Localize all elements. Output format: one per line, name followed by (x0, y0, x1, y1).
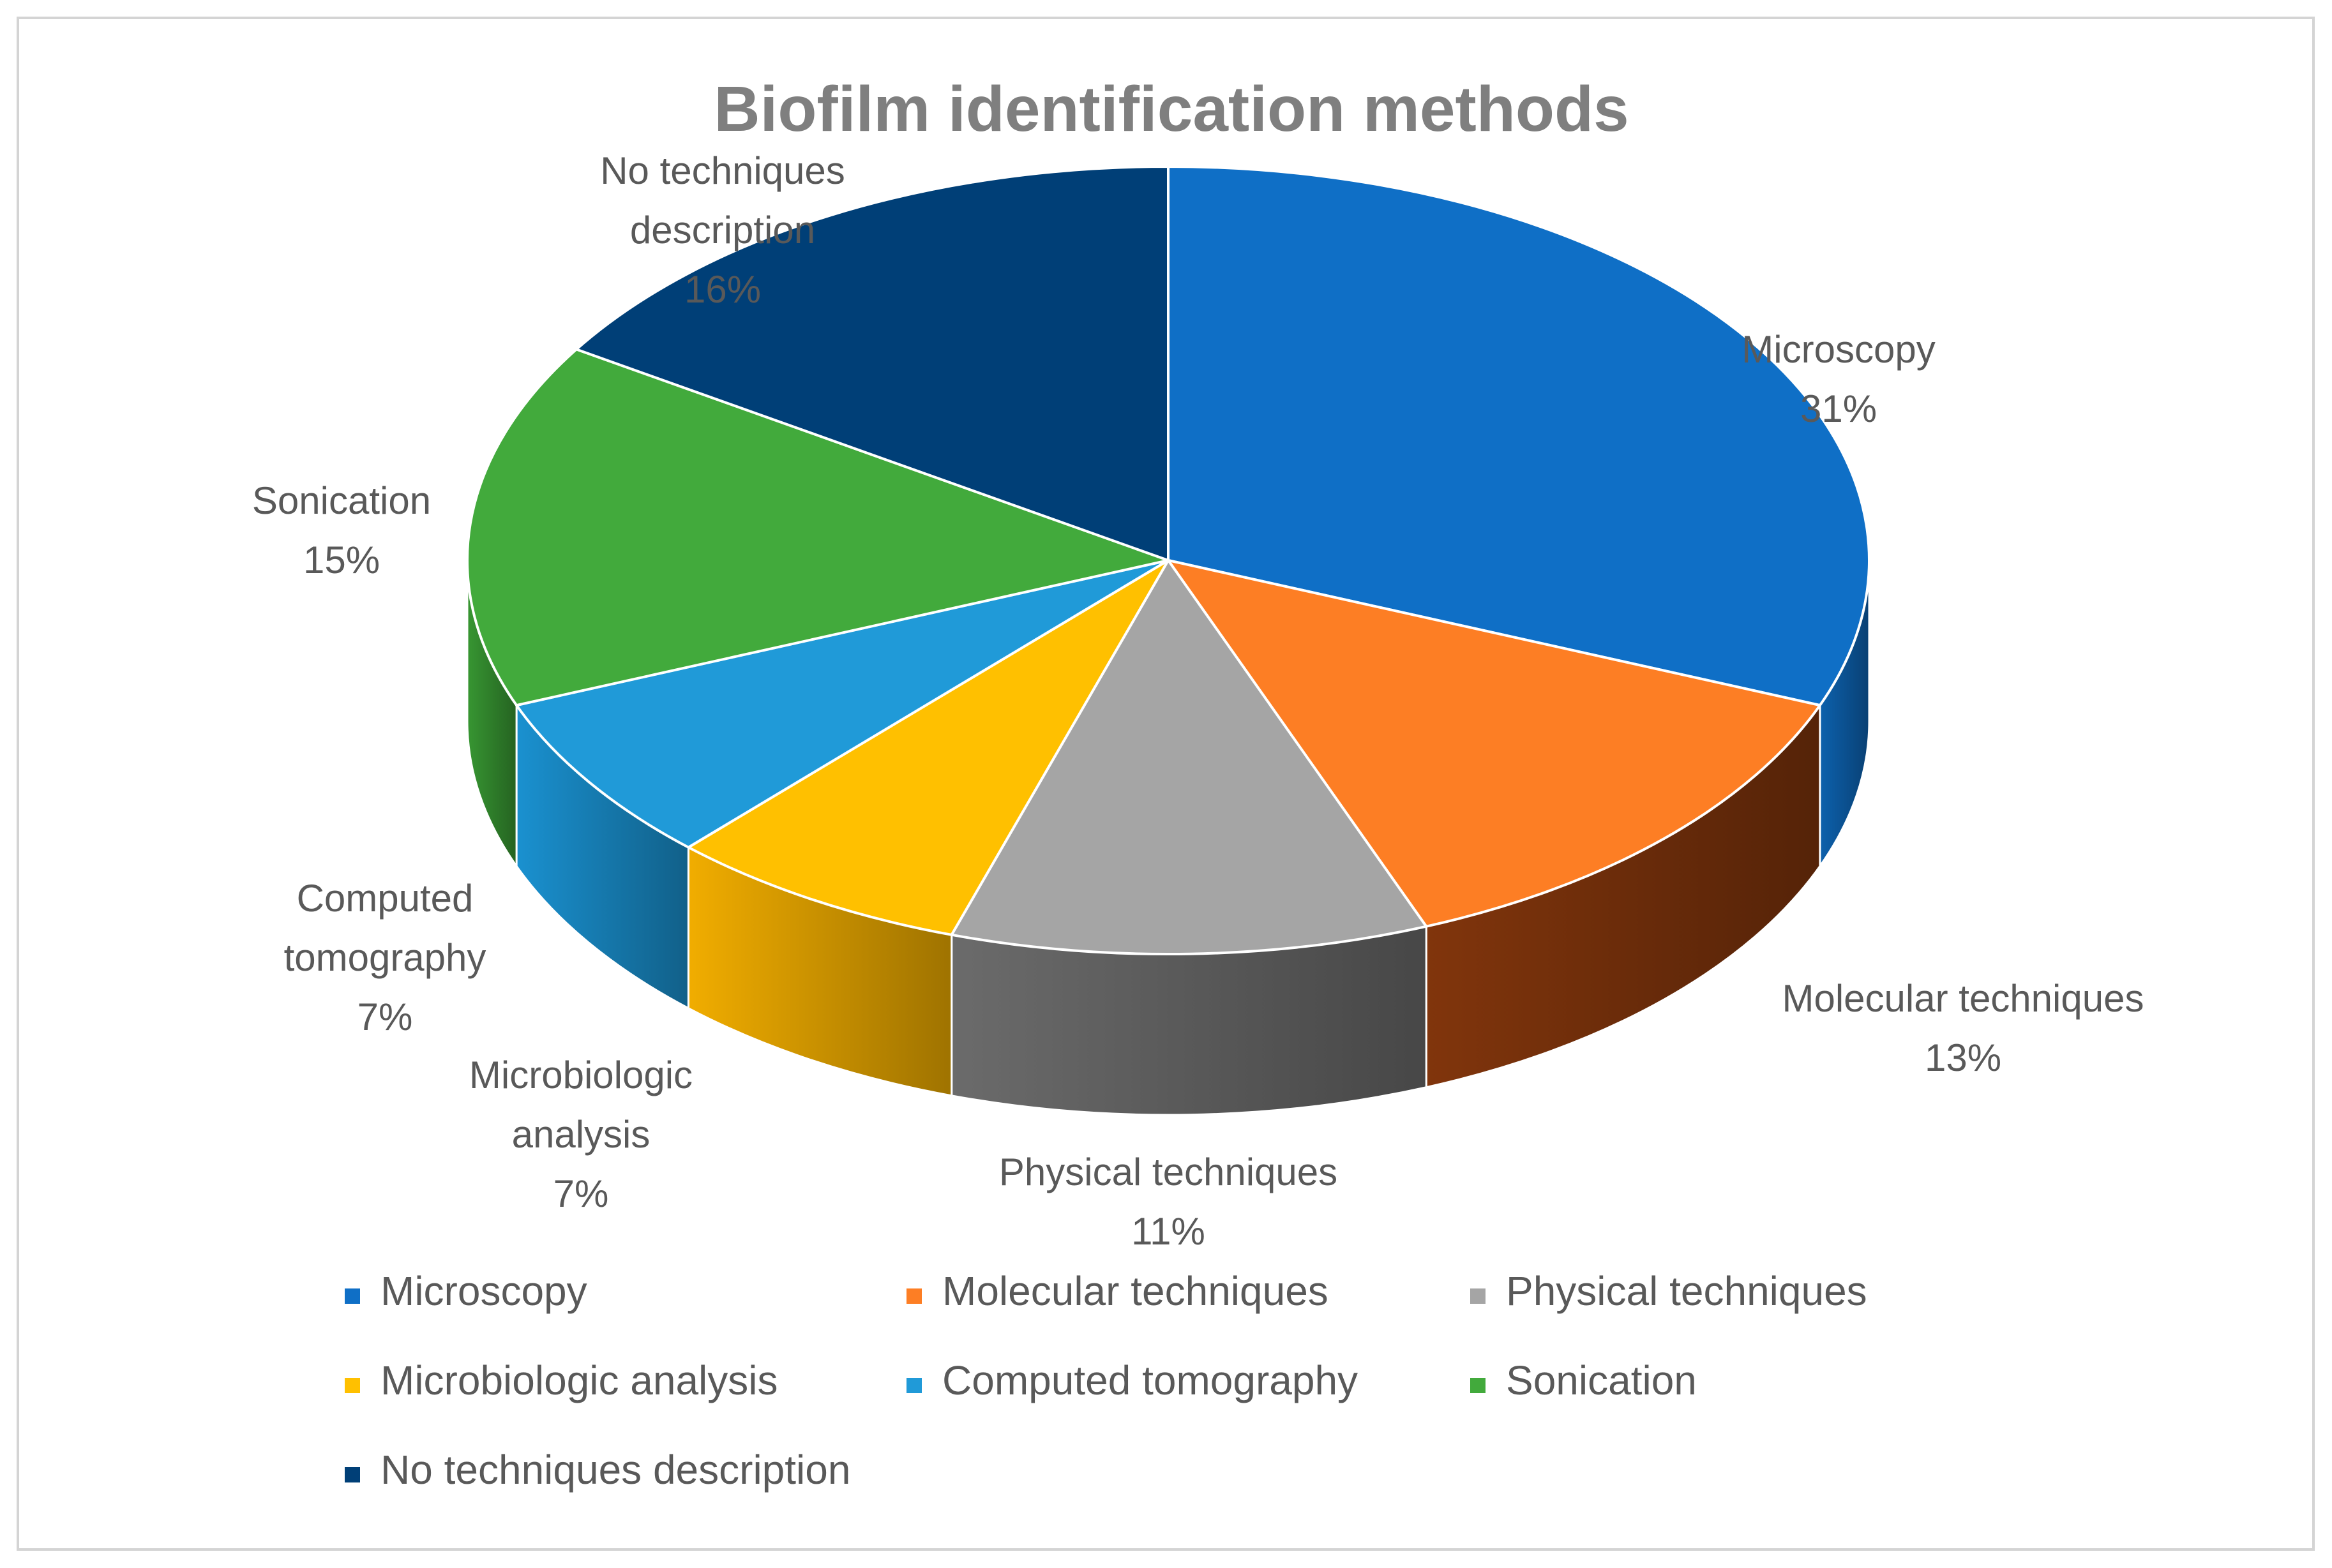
legend-item-molecular-techniques: Molecular techniques (906, 1268, 1328, 1314)
legend-item-microbiologic-analysis: Microbiologic analysis (345, 1357, 778, 1403)
legend-item-computed-tomography: Computed tomography (906, 1357, 1358, 1403)
legend-item-physical-techniques: Physical techniques (1470, 1268, 1867, 1314)
legend-label: Molecular techniques (942, 1268, 1328, 1314)
slice-physical-techniques (950, 559, 1428, 955)
legend-item-no-techniques-description: No techniques description (345, 1447, 850, 1493)
slice-microscopy (1167, 165, 1870, 707)
legend: Microscopy Molecular techniques Physical t… (345, 1268, 1867, 1493)
slice-microbiologic-analysis (687, 559, 1170, 936)
legend-label: No techniques description (380, 1447, 850, 1493)
slice-sonication (466, 348, 1170, 707)
legend-swatch (906, 1288, 922, 1304)
legend-swatch (906, 1378, 922, 1393)
legend-swatch (345, 1288, 360, 1304)
legend-swatch (1470, 1288, 1486, 1304)
legend-label: Computed tomography (942, 1357, 1358, 1403)
legend-label: Microbiologic analysis (380, 1357, 778, 1403)
chart-title: Biofilm identification methods (714, 73, 1629, 145)
legend-label: Sonication (1506, 1357, 1697, 1403)
legend-item-sonication: Sonication (1470, 1357, 1697, 1403)
legend-label: Physical techniques (1506, 1268, 1867, 1314)
slice-computed-tomography (515, 559, 1170, 849)
slice-no-techniques-description (575, 165, 1170, 562)
legend-swatch (1470, 1378, 1486, 1393)
legend-swatch (345, 1378, 360, 1393)
slice-molecular-techniques (1167, 559, 1821, 928)
pie-slices (466, 165, 1870, 955)
legend-item-microscopy: Microscopy (345, 1268, 587, 1314)
legend-swatch (345, 1467, 360, 1482)
legend-label: Microscopy (380, 1268, 587, 1314)
